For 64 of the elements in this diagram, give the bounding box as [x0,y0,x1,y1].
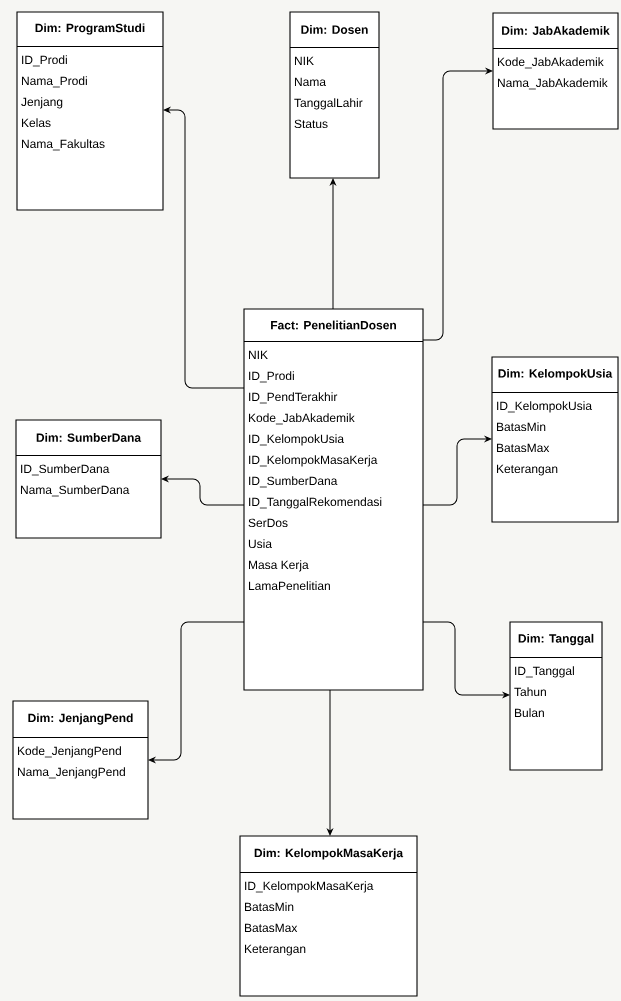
field-name: Kode_JabAkademik [249,413,355,425]
field-name: SerDos [248,518,288,528]
field-name: Kode_JenjangPend [18,746,121,758]
field-name: Nama_Prodi [22,76,87,88]
field-name: ID_Prodi [249,371,294,383]
arrow [148,621,245,763]
arrow [422,436,492,506]
table-title: Dim: ProgramStudi [35,23,145,35]
table-box [492,12,619,130]
field-name: BatasMin [245,902,294,912]
table-box [12,700,149,820]
table-box [243,308,424,691]
table-title: Dim: KelompokMasaKerja [254,848,404,860]
field-name: Nama_JenjangPend [18,767,125,779]
field-name: ID_PendTerakhir [249,392,338,404]
table-box [509,621,603,771]
field-name: Keterangan [497,464,558,476]
field-name: Keterangan [245,944,306,956]
table-title: Dim: KelompokUsia [498,368,613,381]
field-name: Jenjang [21,97,63,109]
field-name: Nama_Fakultas [22,139,105,151]
field-name: Nama_SumberDana [21,485,130,497]
field-name: ID_SumberDana [21,464,110,476]
table-title: Dim: JenjangPend [28,713,133,725]
field-name: ID_KelompokMasaKerja [245,881,374,893]
field-name: Masa Kerja [249,560,309,572]
table-box [239,835,418,997]
field-name: ID_KelompokUsia [249,434,344,446]
table-title: Dim: SumberDana [36,433,142,442]
arrow [163,107,245,389]
field-name: TanggalLahir [294,98,363,110]
field-name: ID_Tanggal [515,666,574,678]
field-name: Tahun [514,687,546,697]
field-name: NIK [249,350,268,359]
table-title: Fact: PenelitianDosen [271,320,396,330]
table-box [491,356,619,523]
field-name: Bulan [515,708,544,718]
field-name: Kelas [22,118,51,128]
field-name: ID_Prodi [22,55,67,67]
field-name: BatasMax [245,923,298,933]
field-name: Usia [248,539,272,549]
field-name: Nama_JabAkademik [498,78,608,90]
field-name: NIK [295,56,314,65]
table-title: Dim: Tanggal [518,633,594,646]
arrow [422,68,493,341]
field-name: LamaPenelitian [249,581,330,591]
field-name: ID_KelompokUsia [497,401,592,413]
table-box [16,11,164,211]
table-title: Dim: JabAkademik [502,26,610,35]
field-name: Kode_JabAkademik [498,57,604,69]
field-name: ID_KelompokMasaKerja [249,455,378,467]
table-box [15,419,162,539]
arrow [422,621,510,698]
arrow [327,689,333,836]
table-box [289,11,380,179]
arrow [330,178,336,310]
field-name: BatasMax [497,443,550,453]
field-name: ID_TanggalRekomendasi [249,497,382,509]
field-name: Status [294,119,328,129]
field-name: BatasMin [497,422,546,432]
arrow [161,476,245,506]
table-title: Dim: Dosen [301,25,368,34]
field-name: Nama [295,77,326,87]
field-name: ID_SumberDana [249,476,338,488]
